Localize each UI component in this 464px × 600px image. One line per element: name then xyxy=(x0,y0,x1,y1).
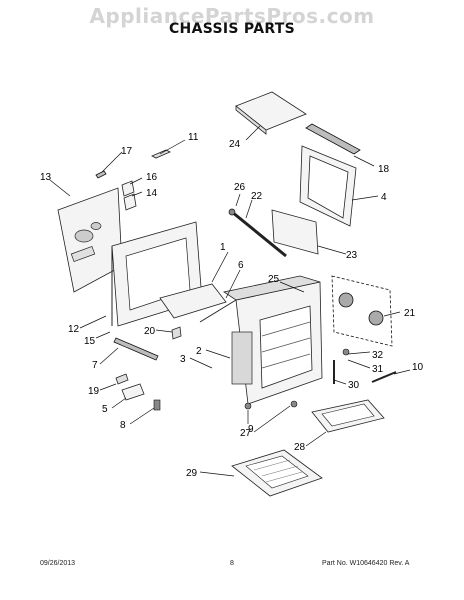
part-thin-rod xyxy=(199,299,237,323)
callout-6: 6 xyxy=(238,260,244,271)
callout-32: 32 xyxy=(372,350,384,361)
part-rail xyxy=(113,337,159,361)
leader-lines xyxy=(49,125,411,477)
callout-26: 26 xyxy=(234,182,246,193)
footer-part-number: Part No. W10646420 Rev. A xyxy=(322,560,410,567)
part-left-side-panel xyxy=(57,187,123,293)
part-leveling-foot xyxy=(115,373,161,411)
callout-11: 11 xyxy=(188,132,199,143)
callout-21: 21 xyxy=(404,308,416,319)
part-inner-panel xyxy=(271,209,319,255)
part-top-trim xyxy=(305,123,361,155)
callout-13: 13 xyxy=(40,172,52,183)
callout-12: 12 xyxy=(68,324,80,335)
part-bottom-drawer xyxy=(231,449,323,497)
callout-7: 7 xyxy=(92,360,98,371)
part-cavity-screws xyxy=(244,400,298,410)
callout-3: 3 xyxy=(180,354,186,365)
callout-5: 5 xyxy=(102,404,108,415)
callout-8: 8 xyxy=(120,420,126,431)
part-hinge-rod xyxy=(228,208,287,258)
part-top-panel xyxy=(235,91,307,135)
part-clip xyxy=(171,326,182,340)
callout-31: 31 xyxy=(372,364,384,375)
callout-2: 2 xyxy=(196,346,202,357)
footer-page-number: 8 xyxy=(230,560,234,567)
part-screw xyxy=(95,170,107,179)
callout-9: 9 xyxy=(248,424,254,435)
callout-28: 28 xyxy=(294,442,306,453)
part-tray xyxy=(311,399,385,433)
callout-4: 4 xyxy=(381,192,387,203)
footer-date: 09/26/2013 xyxy=(40,560,76,567)
callout-16: 16 xyxy=(146,172,158,183)
callout-10: 10 xyxy=(412,362,424,373)
part-shelf xyxy=(159,283,227,319)
callout-labels: 11 17 13 16 14 24 18 4 26 22 1 6 23 25 2… xyxy=(40,132,424,479)
callout-15: 15 xyxy=(84,336,96,347)
callout-22: 22 xyxy=(251,191,263,202)
callout-17: 17 xyxy=(121,146,133,157)
page-title: CHASSIS PARTS xyxy=(168,21,296,37)
callout-23: 23 xyxy=(346,250,358,261)
callout-14: 14 xyxy=(146,188,158,199)
part-side-brackets xyxy=(121,180,137,211)
callout-19: 19 xyxy=(88,386,100,397)
callout-29: 29 xyxy=(186,468,198,479)
callout-18: 18 xyxy=(378,164,390,175)
callout-25: 25 xyxy=(268,274,280,285)
part-door-frame xyxy=(299,145,357,227)
part-control-assembly xyxy=(331,275,393,347)
callout-20: 20 xyxy=(144,326,156,337)
watermark: AppliancePartsPros.com xyxy=(89,4,375,28)
part-oven-cavity xyxy=(222,275,323,405)
part-small-bracket xyxy=(151,149,171,159)
callout-27: 27 xyxy=(240,428,252,439)
callout-1: 1 xyxy=(220,242,226,253)
callout-30: 30 xyxy=(348,380,360,391)
callout-24: 24 xyxy=(229,139,241,150)
